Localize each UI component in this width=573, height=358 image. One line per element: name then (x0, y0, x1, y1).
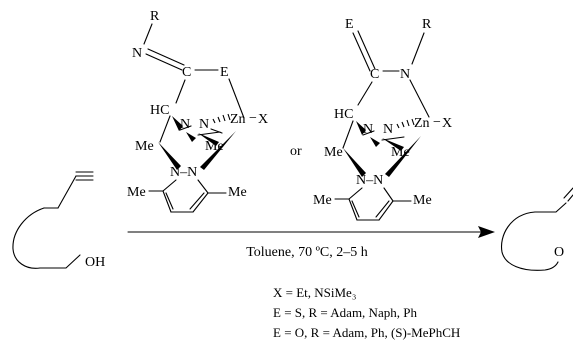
reaction-conditions: Toluene, 70 ºC, 2–5 h (246, 245, 368, 260)
catalyst-left-zn-dash: − (249, 111, 257, 126)
product-cyclic-ether: O (500, 187, 573, 271)
catalyst-right-lower-pz: N–N (356, 173, 383, 188)
catalyst-right-amide-n: N (400, 67, 410, 82)
catalyst-right: E R C N HC N N Zn − X Me Me N–N (313, 17, 452, 221)
catalyst-left-carbon: C (182, 65, 191, 80)
catalyst-left-pz-n2: N (199, 117, 209, 132)
catalyst-right-me-lower-right: Me (413, 193, 432, 208)
substituent-legend: X = Et, NSiMe₃ E = S, R = Adam, Naph, Ph… (273, 283, 460, 343)
reaction-arrow (127, 226, 495, 238)
catalyst-left-me-left: Me (135, 139, 154, 154)
substrate-oh-label: OH (85, 255, 105, 270)
catalyst-left-me-lower-right: Me (228, 185, 247, 200)
catalyst-right-zn: Zn (414, 116, 430, 131)
catalyst-left-pz-n1: N (180, 117, 190, 132)
catalyst-right-pz-n1: N (363, 122, 373, 137)
catalyst-left-imine-n: N (132, 46, 142, 61)
catalyst-left-hc: HC (150, 103, 169, 118)
catalyst-right-hc: HC (334, 107, 353, 122)
catalyst-left: R N C E HC N N Zn − X Me Me N–N (127, 9, 268, 213)
catalyst-left-me-lower-left: Me (127, 185, 146, 200)
catalyst-right-carbon: C (370, 67, 379, 82)
product-o-label: O (554, 245, 564, 260)
legend-line-e-s: E = S, R = Adam, Naph, Ph (273, 305, 417, 320)
catalyst-right-hash-bond (396, 118, 415, 129)
or-label: or (290, 144, 302, 159)
legend-line-x: X = Et, NSiMe₃ (273, 285, 357, 300)
catalyst-right-x: X (442, 116, 452, 131)
catalyst-right-e-label: E (345, 17, 354, 32)
catalyst-left-x: X (258, 112, 268, 127)
catalyst-right-pz-n2: N (383, 122, 393, 137)
catalyst-left-r-label: R (150, 9, 160, 24)
catalyst-right-zn-dash: − (433, 115, 441, 130)
legend-line-e-o: E = O, R = Adam, Ph, (S)-MePhCH (273, 325, 461, 340)
catalyst-left-lower-pz: N–N (170, 165, 197, 180)
catalyst-left-hash-bond (212, 113, 231, 124)
catalyst-right-me-left: Me (324, 145, 343, 160)
substrate-alkynol: OH (12, 171, 105, 270)
catalyst-right-me-lower-left: Me (313, 193, 332, 208)
catalyst-right-r-label: R (422, 17, 432, 32)
catalyst-left-e-label: E (220, 65, 229, 80)
catalyst-left-zn: Zn (230, 112, 246, 127)
